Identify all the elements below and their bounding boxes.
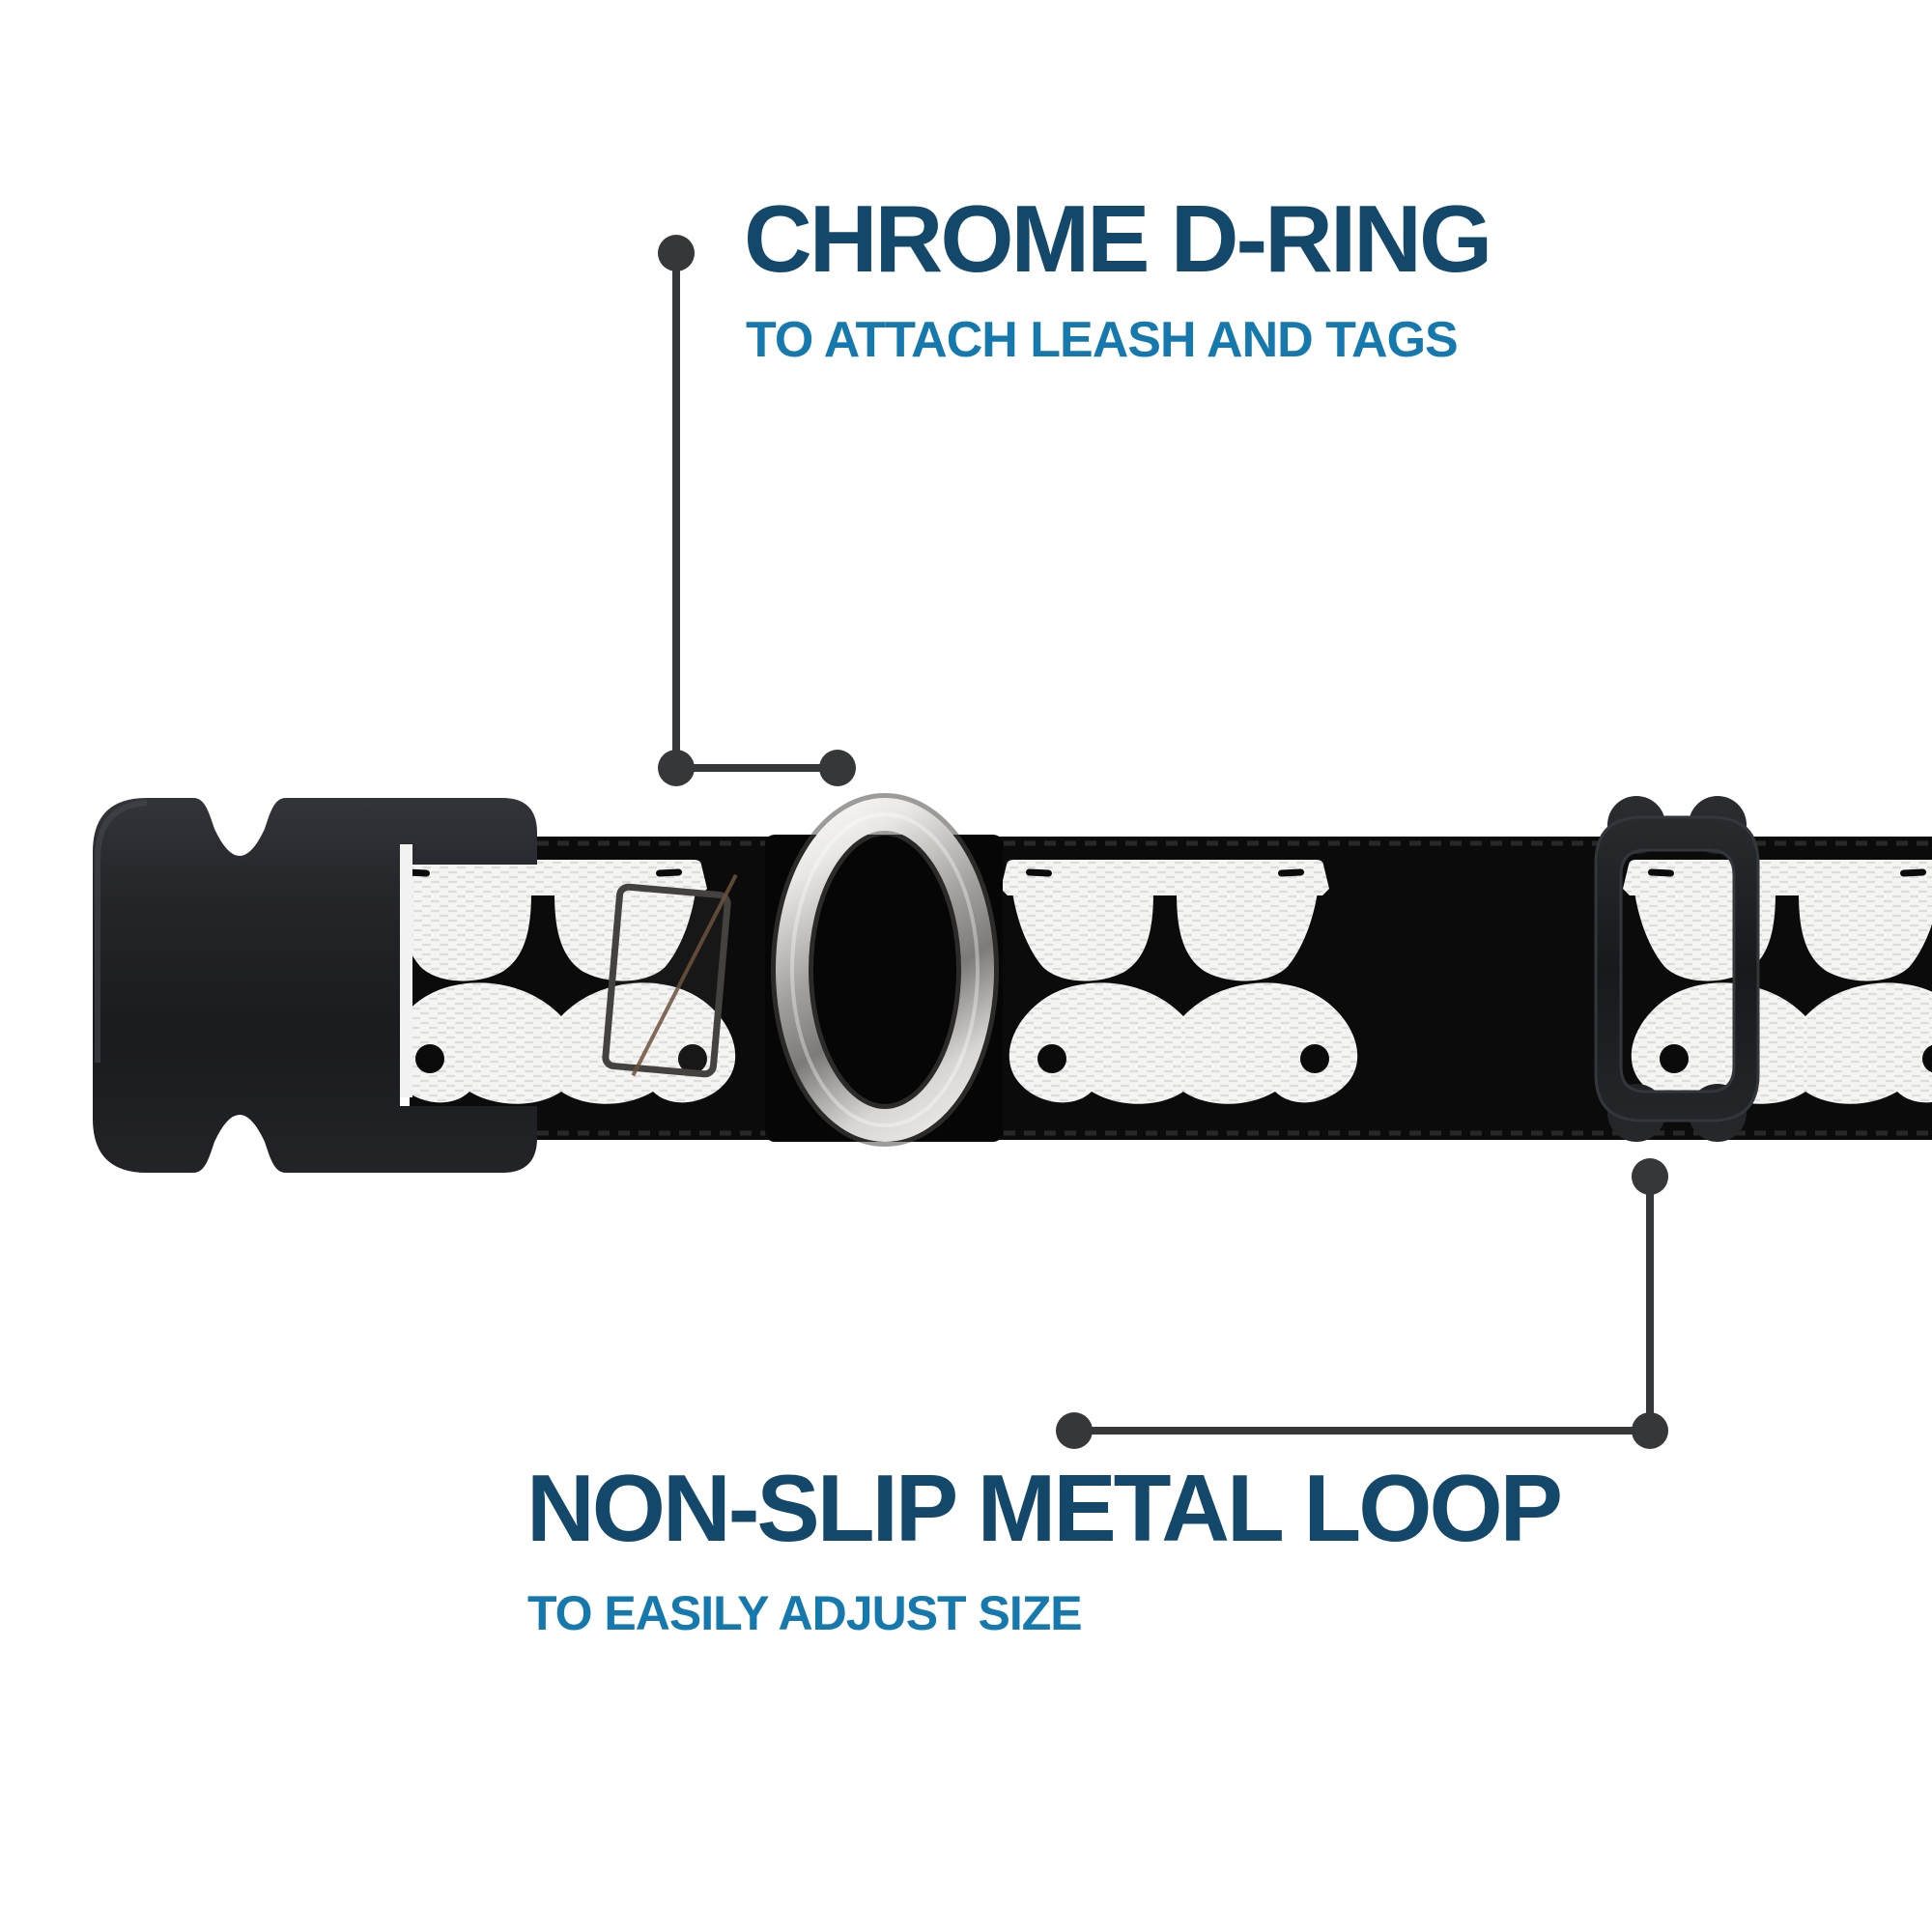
- buckle-strap-slot: [400, 844, 412, 1097]
- callout-line-horizontal: [1074, 1427, 1650, 1435]
- callout-title-d-ring: CHROME D-RING: [744, 185, 1492, 292]
- callout-dot: [1056, 1412, 1093, 1449]
- product-tag: [602, 873, 738, 1078]
- plastic-buckle: [93, 798, 537, 1173]
- callout-line-vertical: [672, 253, 680, 768]
- mustache-icon: [1632, 982, 1932, 1103]
- chrome-d-ring: [771, 793, 999, 1147]
- callout-subtitle-metal-loop: TO EASILY ADJUST SIZE: [527, 1586, 1083, 1640]
- callout-line-horizontal: [676, 764, 838, 772]
- callout-dot: [819, 750, 856, 786]
- metal-loop-slider: [1594, 796, 1760, 1142]
- callout-subtitle-d-ring: TO ATTACH LEASH AND TAGS: [746, 312, 1459, 368]
- callout-title-metal-loop: NON-SLIP METAL LOOP: [526, 1455, 1563, 1561]
- callout-line-vertical: [1646, 1177, 1654, 1431]
